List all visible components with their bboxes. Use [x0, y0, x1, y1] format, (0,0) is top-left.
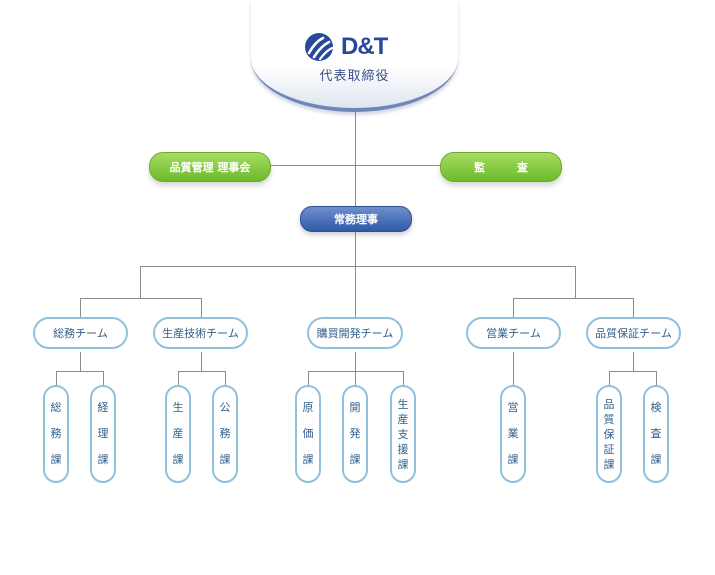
dept-label-char: 理	[97, 427, 109, 440]
connector-line	[178, 371, 179, 385]
dept-public-affairs[interactable]: 公務課	[212, 385, 238, 483]
dept-label-char: 課	[507, 453, 519, 466]
dept-label-char: 品	[603, 397, 615, 411]
connector-line	[103, 371, 104, 385]
connector-line	[513, 298, 514, 318]
connector-line	[355, 371, 356, 385]
dept-label-char: 営	[507, 401, 519, 414]
audit-label: 監 査	[474, 161, 542, 174]
dept-label-char: 課	[349, 453, 361, 466]
dept-label-char: 経	[97, 401, 109, 414]
dept-label-char: 保	[603, 427, 615, 441]
dept-general-affairs[interactable]: 総務課	[43, 385, 69, 483]
dept-label-char: 原	[302, 401, 314, 414]
connector-line	[140, 266, 141, 298]
dept-label-char: 検	[650, 401, 662, 414]
team-label: 購買開発チーム	[316, 327, 394, 340]
dept-label-char: 課	[302, 453, 314, 466]
connector-line	[633, 298, 634, 318]
team-general-affairs[interactable]: 総務チーム	[33, 317, 128, 349]
connector-line	[513, 352, 514, 385]
connector-line	[140, 266, 576, 267]
dept-label-char: 産	[172, 427, 184, 440]
connector-line	[308, 371, 404, 372]
connector-line	[633, 352, 634, 371]
dept-label-char: 課	[50, 453, 62, 466]
connector-line	[80, 298, 81, 318]
dept-label-char: 務	[50, 427, 62, 440]
connector-line	[80, 298, 202, 299]
dept-label-char: 援	[397, 442, 409, 456]
connector-line	[56, 371, 57, 385]
dept-label-char: 課	[219, 453, 231, 466]
connector-line	[355, 266, 356, 318]
connector-line	[268, 165, 442, 166]
dept-label-char: 発	[349, 427, 361, 440]
connector-line	[178, 371, 226, 372]
dept-label-char: 証	[603, 442, 615, 456]
team-quality-assurance[interactable]: 品質保証チーム	[586, 317, 681, 349]
dept-development[interactable]: 開発課	[342, 385, 368, 483]
connector-line	[609, 371, 610, 385]
dept-label-char: 生	[397, 397, 409, 411]
team-purchasing-development[interactable]: 購買開発チーム	[307, 317, 403, 349]
dept-label-char: 査	[650, 427, 662, 440]
audit-node[interactable]: 監 査	[440, 152, 562, 182]
executive-director-label: 常務理事	[334, 213, 378, 226]
logo-text: D&T	[341, 33, 388, 60]
team-sales[interactable]: 営業チーム	[466, 317, 561, 349]
dept-label-char: 課	[172, 453, 184, 466]
connector-line	[656, 371, 657, 385]
dept-label-char: 生	[172, 401, 184, 414]
dept-production[interactable]: 生産課	[165, 385, 191, 483]
quality-board-node[interactable]: 品質管理 理事会	[149, 152, 271, 182]
team-production-engineering[interactable]: 生産技術チーム	[153, 317, 248, 349]
team-label: 営業チーム	[486, 327, 541, 340]
quality-board-label: 品質管理 理事会	[169, 161, 251, 174]
executive-director-node[interactable]: 常務理事	[300, 206, 412, 232]
connector-line	[201, 298, 202, 318]
connector-line	[56, 371, 104, 372]
dept-label-char: 開	[349, 401, 361, 414]
dept-cost[interactable]: 原価課	[295, 385, 321, 483]
dept-label-char: 課	[397, 457, 409, 471]
dept-accounting[interactable]: 経理課	[90, 385, 116, 483]
team-label: 総務チーム	[53, 327, 108, 340]
dept-label-char: 務	[219, 427, 231, 440]
dept-label-char: 産	[397, 412, 409, 426]
connector-line	[355, 352, 356, 371]
logo-mark-icon	[305, 33, 334, 61]
connector-line	[80, 352, 81, 371]
connector-line	[513, 298, 634, 299]
dept-production-support[interactable]: 生産支援課	[390, 385, 416, 483]
dept-inspection[interactable]: 検査課	[643, 385, 669, 483]
dept-label-char: 業	[507, 427, 519, 440]
dept-label-char: 総	[50, 401, 62, 414]
connector-line	[201, 352, 202, 371]
dept-label-char: 価	[302, 427, 314, 440]
dept-label-char: 質	[603, 412, 615, 426]
connector-line	[575, 266, 576, 298]
team-label: 品質保証チーム	[595, 327, 672, 340]
connector-line	[225, 371, 226, 385]
connector-line	[355, 105, 356, 267]
dept-label-char: 課	[650, 453, 662, 466]
ceo-node[interactable]: D&T 代表取締役	[251, 0, 458, 112]
dept-label-char: 支	[397, 427, 409, 441]
connector-line	[403, 371, 404, 385]
connector-line	[609, 371, 657, 372]
dept-quality-assurance[interactable]: 品質保証課	[596, 385, 622, 483]
ceo-title: 代表取締役	[319, 69, 390, 84]
team-label: 生産技術チーム	[162, 327, 239, 340]
dept-sales[interactable]: 営業課	[500, 385, 526, 483]
connector-line	[308, 371, 309, 385]
dept-label-char: 公	[219, 401, 231, 414]
dept-label-char: 課	[97, 453, 109, 466]
company-logo: D&T	[303, 32, 413, 62]
dept-label-char: 課	[603, 457, 615, 471]
